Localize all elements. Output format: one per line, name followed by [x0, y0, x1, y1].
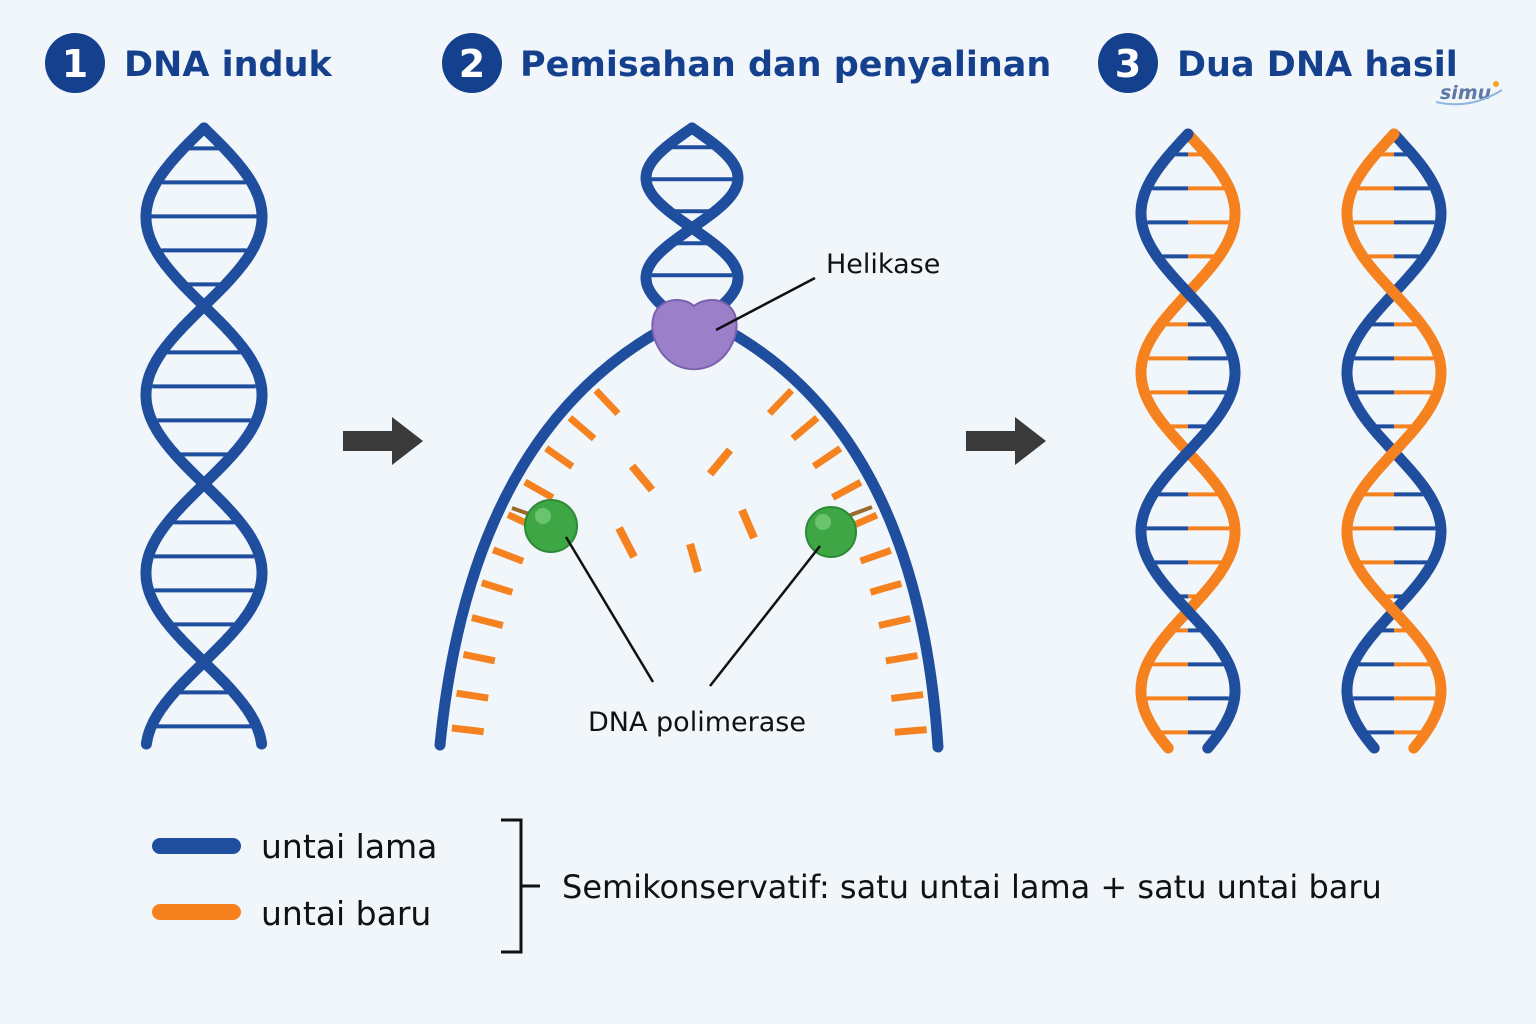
strand-b	[640, 122, 744, 324]
new-nucleotide	[811, 445, 843, 470]
new-nucleotide	[567, 415, 597, 442]
strand-b	[1135, 128, 1241, 754]
new-nucleotide	[462, 650, 496, 665]
base-pairs	[151, 146, 257, 729]
legend-new-label: untai baru	[261, 894, 431, 933]
step-3-title: Dua DNA hasil	[1177, 45, 1458, 85]
daughter-dna-helix-1	[1135, 128, 1241, 754]
summary-text: Semikonservatif: satu untai lama + satu …	[562, 868, 1382, 906]
daughter-dna-helix-2	[1341, 128, 1447, 754]
free-nucleotide	[706, 447, 734, 477]
new-nucleotide	[456, 689, 489, 702]
new-nucleotide	[593, 387, 621, 417]
legend-bracket	[501, 818, 540, 954]
strand-a	[140, 122, 268, 750]
step-2-header: 2 Pemisahan dan penyalinan	[442, 33, 1051, 93]
free-nucleotide	[628, 463, 656, 493]
free-nucleotides	[615, 447, 758, 574]
left-template-strand	[434, 326, 664, 751]
free-nucleotide	[686, 542, 702, 574]
strand-a	[640, 122, 744, 324]
new-nucleotide	[766, 387, 795, 416]
strand-a	[1341, 128, 1447, 754]
new-nucleotide	[451, 724, 485, 736]
base-pairs	[1146, 152, 1230, 735]
new-nucleotide	[869, 580, 903, 596]
step-2-title: Pemisahan dan penyalinan	[520, 45, 1051, 85]
logo-text: simu	[1440, 82, 1491, 104]
polymerase-callout-line-right	[709, 545, 821, 687]
step-1-title: DNA induk	[124, 45, 333, 85]
base-pairs	[1352, 152, 1436, 735]
arrow-right-icon	[966, 417, 1046, 465]
step-1-header: 1 DNA induk	[45, 33, 333, 93]
right-polymerase	[805, 506, 857, 558]
new-nucleotide	[523, 478, 555, 501]
strand-b	[1341, 128, 1447, 754]
new-nucleotide	[894, 726, 927, 736]
new-nucleotide	[544, 445, 575, 470]
new-nucleotide	[890, 691, 924, 702]
legend: untai lama untai baru	[152, 827, 437, 933]
legend-old-label: untai lama	[261, 827, 437, 866]
step-3-badge	[1098, 33, 1158, 93]
parent-dna-helix	[140, 122, 268, 750]
new-nucleotide	[470, 614, 504, 629]
new-nucleotide	[831, 479, 863, 501]
step-2-badge	[442, 33, 502, 93]
polymerase-callout-line-left	[564, 536, 655, 683]
new-nucleotide	[885, 652, 919, 665]
replication-fork: Helikase DNA polimerase	[434, 122, 944, 753]
arrow-right-icon	[343, 417, 423, 465]
strand-a	[1135, 128, 1241, 754]
new-nucleotide	[790, 415, 820, 442]
step-3-header: 3 Dua DNA hasil	[1098, 33, 1458, 93]
step-1-badge	[45, 33, 105, 93]
helicase-enzyme	[651, 298, 738, 371]
polymerase-label: DNA polimerase	[588, 707, 806, 738]
new-nucleotide	[878, 615, 911, 629]
base-pairs	[651, 145, 733, 310]
right-template-strand	[724, 326, 944, 753]
new-strand-rungs	[451, 387, 927, 736]
free-nucleotide	[615, 526, 638, 559]
strand-b	[140, 122, 268, 750]
step-3-number: 3	[1115, 42, 1141, 86]
new-nucleotide	[480, 579, 514, 596]
new-nucleotide	[859, 547, 892, 565]
new-nucleotide	[491, 546, 525, 565]
step-2-number: 2	[459, 42, 485, 86]
free-nucleotide	[738, 508, 758, 540]
helicase-label: Helikase	[826, 249, 940, 280]
unreplicated-helix	[640, 122, 744, 324]
helicase-callout-line	[715, 276, 816, 332]
simu-logo: simu	[1435, 81, 1503, 106]
step-1-number: 1	[62, 42, 88, 86]
polymerase-link	[847, 505, 873, 518]
